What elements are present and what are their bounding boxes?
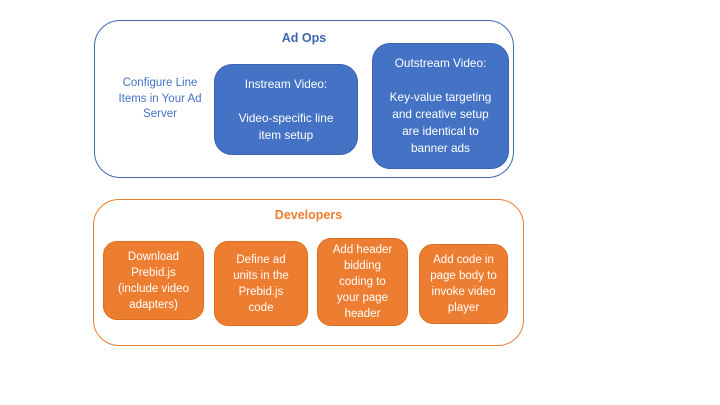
ad-ops-title: Ad Ops	[281, 31, 327, 45]
ad-ops-container: Ad Ops Configure Line Items in Your Ad S…	[94, 20, 514, 178]
configure-line-items-note: Configure Line Items in Your Ad Server	[118, 77, 202, 120]
step-add-header-bidding-box: Add header bidding coding to your page h…	[317, 238, 408, 326]
step-download-prebid-box: Download Prebid.js (include video adapte…	[103, 241, 204, 320]
outstream-video-box: Outstream Video: Key-value targeting and…	[372, 43, 509, 169]
step-add-page-body-code-box: Add code in page body to invoke video pl…	[419, 244, 508, 324]
outstream-video-title: Outstream Video:	[394, 56, 487, 70]
instream-video-box: Instream Video: Video-specific line item…	[214, 64, 358, 155]
instream-video-body: Video-specific line item setup	[238, 110, 334, 142]
outstream-video-body: Key-value targeting and creative setup a…	[389, 90, 492, 155]
developers-container: Developers Download Prebid.js (include v…	[93, 199, 524, 346]
step-define-ad-units-box: Define ad units in the Prebid.js code	[214, 241, 308, 326]
developers-title: Developers	[274, 208, 343, 222]
instream-video-title: Instream Video:	[244, 76, 328, 91]
